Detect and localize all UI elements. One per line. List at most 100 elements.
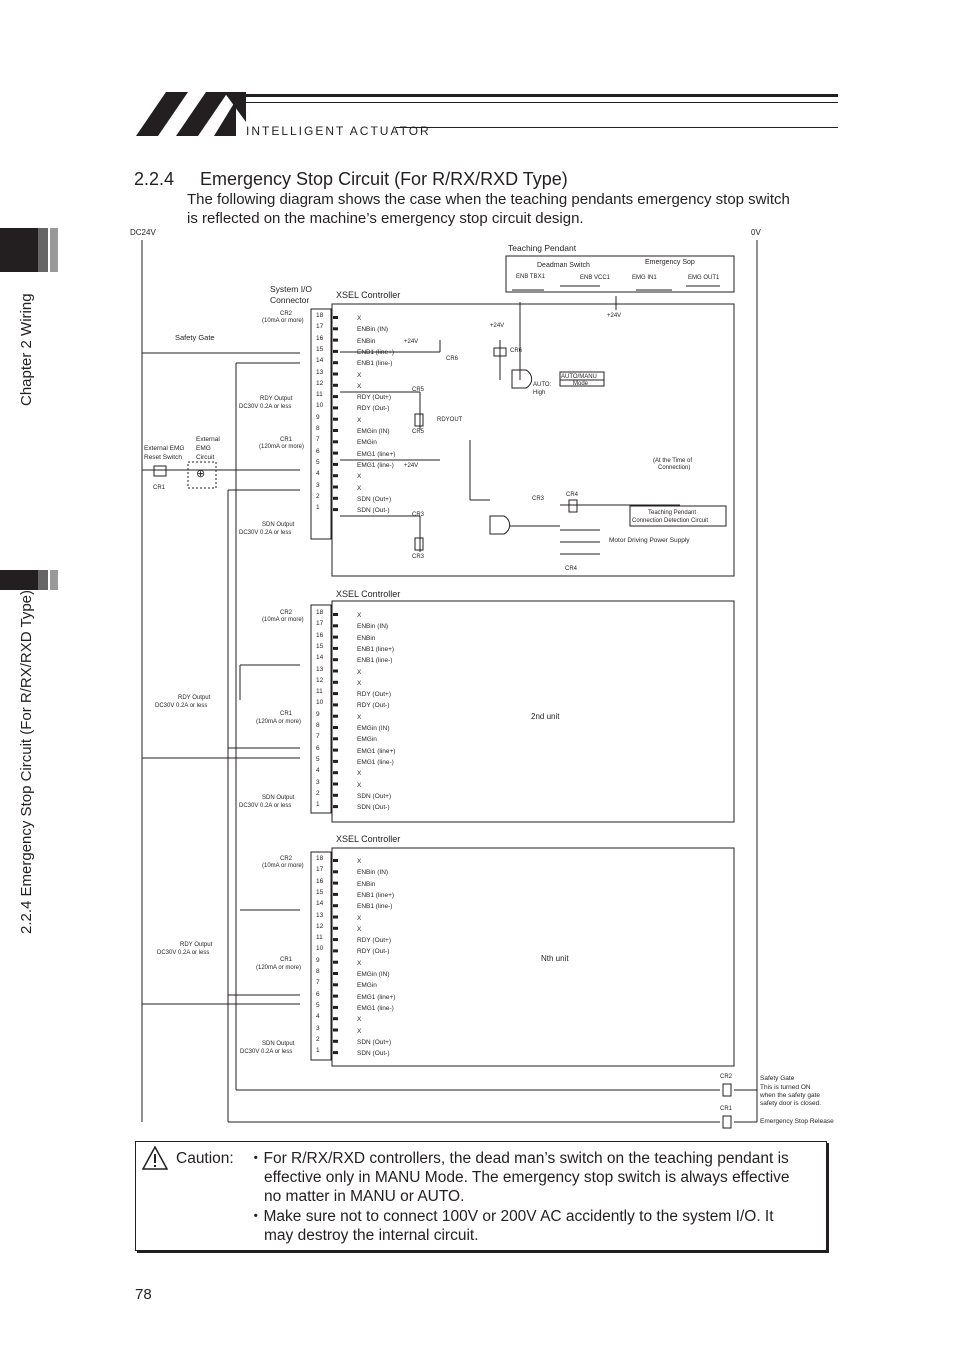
sdn-output-2: SDN Output — [262, 795, 295, 801]
emg-switch-icon: ⊕ — [196, 468, 206, 480]
pin-number: 5 — [316, 1001, 320, 1009]
pin-marker — [333, 680, 338, 684]
pin-marker — [333, 327, 338, 331]
pin-number: 7 — [316, 436, 320, 444]
pin-marker — [333, 805, 338, 809]
motor-power-label: Motor Driving Power Supply — [609, 537, 690, 544]
pin-marker — [333, 748, 338, 752]
side-tab-block — [0, 570, 38, 590]
pin-number: 18 — [316, 855, 324, 862]
pin-number: 1 — [316, 1047, 320, 1055]
caution-bullet-2-cont-1: may destroy the internal circuit. — [264, 1227, 479, 1244]
pin-marker — [333, 703, 338, 707]
dc30v-2: DC30V 0.2A or less — [155, 703, 208, 709]
pin-label: X — [357, 371, 362, 379]
pin-number: 1 — [316, 801, 320, 809]
pin-marker — [333, 726, 338, 729]
pin-marker — [333, 859, 338, 862]
sdn-output-1: SDN Output — [262, 522, 295, 528]
pin-number: 11 — [316, 391, 323, 399]
pin-marker — [333, 474, 338, 478]
emg-label: EMG — [196, 445, 211, 452]
pin-number: 6 — [316, 990, 320, 998]
cr6-label: CR6 — [446, 356, 459, 362]
pin-label: ENBin — [357, 880, 376, 888]
pin-label: EMGin (IN) — [357, 725, 390, 732]
rdy-output-3: RDY Output — [180, 942, 213, 948]
pin-label: EMG1 (line+) — [357, 450, 396, 458]
plus24v-pendant: +24V — [607, 313, 622, 319]
pin-number: 5 — [316, 755, 320, 763]
pin-number: 3 — [316, 1024, 320, 1032]
pin-label: X — [357, 858, 362, 865]
cr5-label-b: CR5 — [412, 429, 425, 435]
dc30v-2b: DC30V 0.2A or less — [239, 803, 292, 809]
pin-number: 4 — [316, 767, 320, 775]
cr6-coil: CR6 — [510, 348, 523, 354]
nth-unit-label: Nth unit — [541, 954, 569, 963]
pin-label: EMGin — [357, 982, 377, 990]
pin-marker — [333, 949, 338, 953]
pin-number: 9 — [316, 956, 320, 964]
auto-manu-label: AUTO/MANU — [561, 374, 597, 380]
pin-marker — [333, 658, 338, 662]
intro-line-1: The following diagram shows the case whe… — [187, 191, 790, 208]
pin-label: X — [357, 416, 362, 424]
pin-marker — [333, 496, 338, 500]
pin-label: SDN (Out+) — [357, 495, 392, 503]
pin-label: SDN (Out-) — [357, 1050, 390, 1058]
pin-marker — [333, 646, 338, 650]
pin-number: 2 — [316, 492, 320, 500]
pin-label: X — [357, 679, 362, 687]
pin-marker — [333, 1005, 338, 1009]
pin-label: X — [357, 770, 362, 778]
cr2-label-2: CR2 — [280, 610, 293, 616]
pin-number: 16 — [316, 334, 324, 342]
xsel-controller-1: XSEL Controller — [336, 290, 401, 300]
connector-label: Connector — [270, 295, 310, 305]
pin-marker — [333, 613, 338, 616]
pin-marker — [333, 692, 338, 696]
rdyout-label: RDYOUT — [437, 417, 463, 423]
pin-label: RDY (Out-) — [357, 948, 390, 956]
external-emg-label: External EMG — [144, 445, 185, 452]
header-rule-thick — [246, 94, 838, 97]
pin-number: 7 — [316, 979, 320, 987]
cr2-bottom: CR2 — [720, 1074, 733, 1080]
connection-label: Connection) — [658, 465, 691, 471]
cr1-reset: CR1 — [153, 485, 166, 491]
pin-number: 12 — [316, 379, 324, 387]
pin-marker — [333, 417, 338, 421]
pin-label: X — [357, 959, 362, 967]
pin-marker — [333, 915, 338, 919]
plus24v-3: +24V — [490, 323, 505, 329]
pin-label: RDY (Out-) — [357, 702, 390, 710]
pin-marker — [333, 904, 338, 908]
pin-number: 7 — [316, 733, 320, 741]
pin-number: 3 — [316, 778, 320, 786]
company-logo — [136, 92, 246, 136]
pin-label: X — [357, 315, 362, 322]
pin-marker — [333, 892, 338, 896]
pin-label: SDN (Out-) — [357, 804, 390, 812]
pin-marker — [333, 406, 338, 410]
pin-marker — [333, 714, 338, 718]
caution-label: Caution: — [176, 1150, 234, 1167]
pin-marker — [333, 440, 338, 444]
pin-marker — [333, 462, 338, 466]
pin-number: 10 — [316, 402, 324, 410]
dc24v-label: DC24V — [130, 228, 156, 237]
pin-label: ENB1 (line+) — [357, 645, 395, 653]
pin-number: 16 — [316, 877, 324, 885]
safety-gate-label: Safety Gate — [175, 333, 215, 342]
pin-number: 12 — [316, 922, 324, 930]
pin-label: EMG1 (line-) — [357, 758, 394, 766]
pin-number: 4 — [316, 470, 320, 478]
pin-number: 2 — [316, 1035, 320, 1043]
cr1-label-2: CR1 — [280, 711, 293, 717]
teaching-pendant-label: Teaching Pendant — [508, 243, 577, 253]
safety-gate-note-1: Safety Gate — [760, 1075, 795, 1082]
pin-marker — [333, 361, 338, 365]
pin-marker — [333, 737, 338, 741]
pin-number: 15 — [316, 345, 324, 353]
